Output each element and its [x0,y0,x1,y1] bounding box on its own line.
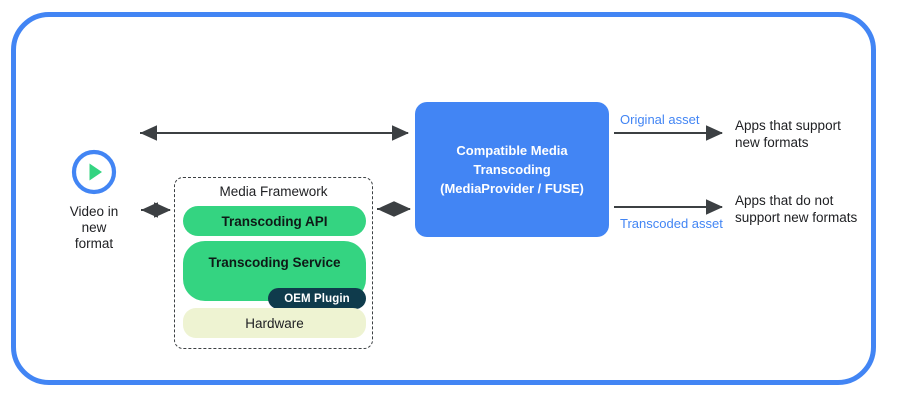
media-framework-group: Media Framework Transcoding API Transcod… [174,177,373,349]
media-framework-title: Media Framework [219,184,328,199]
hardware-box[interactable]: Hardware [183,308,366,338]
apps-that-do-not-support-label: Apps that do not support new formats [735,193,858,225]
transcoding-api-box[interactable]: Transcoding API [183,206,366,236]
oem-plugin-label: OEM Plugin [284,292,350,305]
video-source-group: Video in new format [48,148,140,252]
hardware-label: Hardware [245,315,304,331]
compatible-media-transcoding-box[interactable]: Compatible Media Transcoding (MediaProvi… [415,102,609,237]
original-asset-label: Original asset [620,112,700,127]
video-source-label: Video in new format [69,204,119,251]
apps-that-support-label: Apps that support new formats [735,118,841,150]
transcoded-asset-label: Transcoded asset [620,216,723,231]
oem-plugin-badge[interactable]: OEM Plugin [268,288,366,309]
transcoding-api-label: Transcoding API [221,213,328,229]
transcoding-service-label: Transcoding Service [208,255,341,270]
compatible-media-transcoding-label: Compatible Media Transcoding (MediaProvi… [440,143,584,196]
play-circle-icon [71,149,117,195]
